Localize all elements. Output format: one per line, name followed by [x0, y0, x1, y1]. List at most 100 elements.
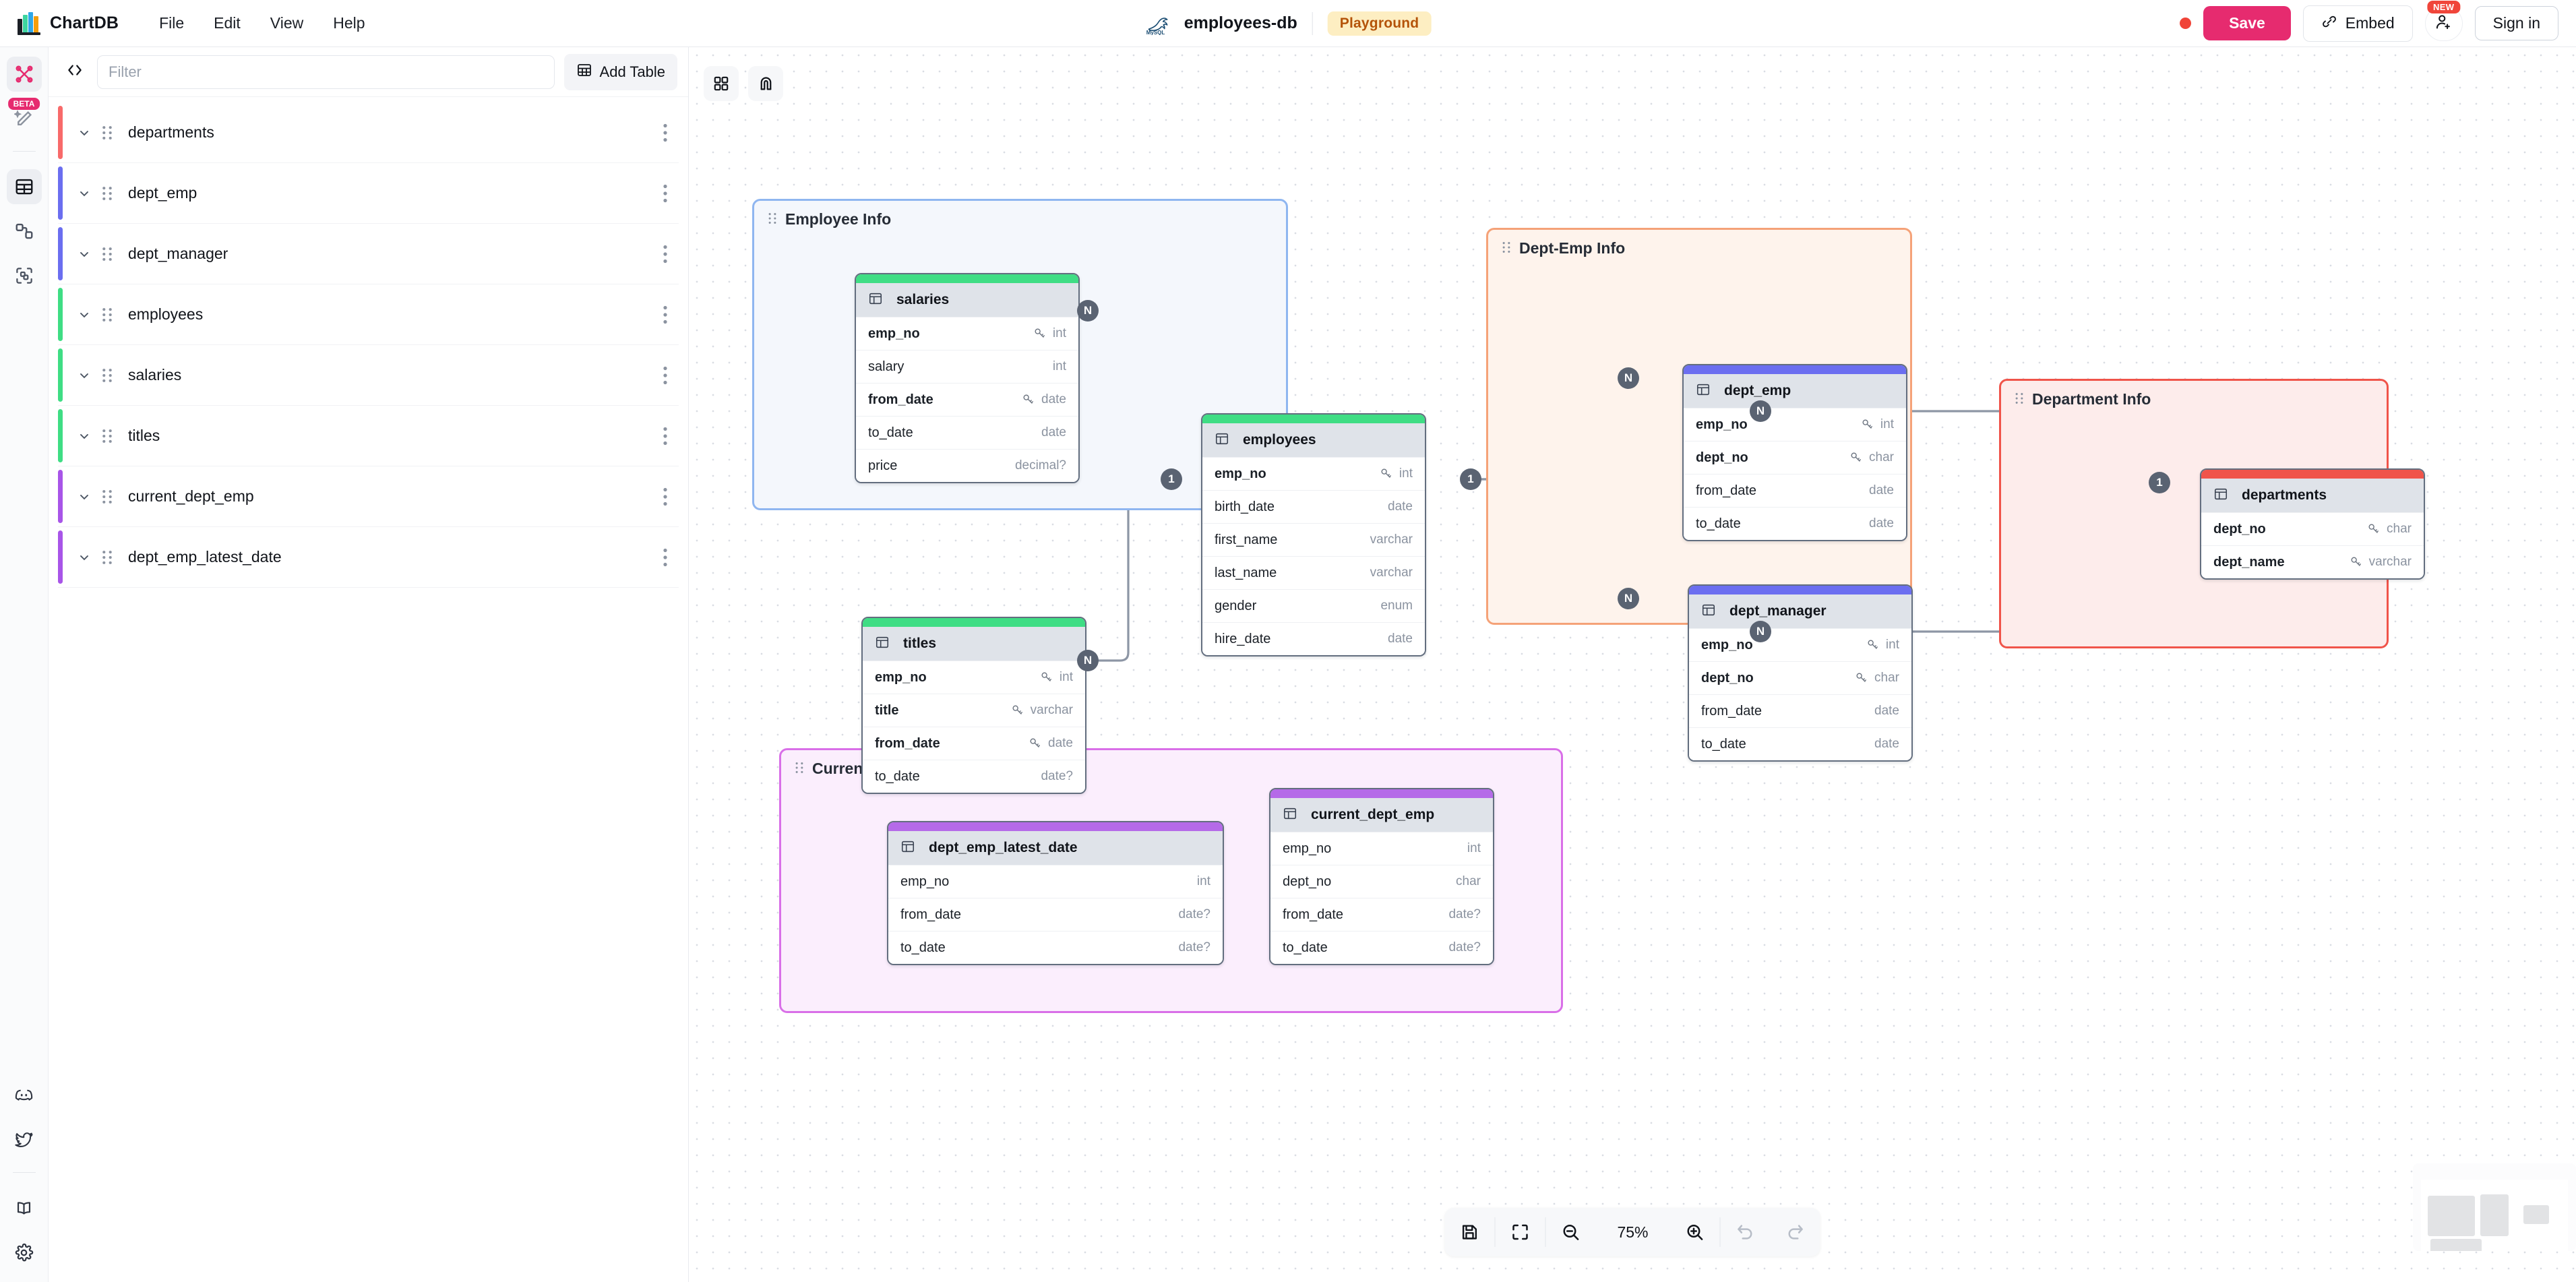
add-table-button[interactable]: Add Table	[563, 53, 677, 90]
sidebar-item-docs[interactable]	[7, 1190, 42, 1225]
save-diagram-button[interactable]	[1445, 1208, 1495, 1256]
expand-toggle[interactable]	[73, 126, 96, 140]
list-item-menu-button[interactable]	[663, 487, 668, 506]
fit-view-button[interactable]	[1496, 1208, 1545, 1256]
menu-help[interactable]: Help	[333, 14, 365, 32]
menu-file[interactable]: File	[159, 14, 185, 32]
sidebar-item-tables[interactable]	[6, 169, 42, 204]
drag-handle[interactable]	[96, 489, 119, 504]
list-item[interactable]: dept_emp_latest_date	[58, 527, 679, 588]
redo-button[interactable]	[1771, 1208, 1820, 1256]
list-item-menu-button[interactable]	[663, 184, 668, 203]
drag-handle[interactable]	[96, 429, 119, 444]
filter-input[interactable]	[97, 55, 555, 89]
undo-button[interactable]	[1721, 1208, 1771, 1256]
zoom-level-label[interactable]: 75%	[1617, 1223, 1649, 1241]
table-header[interactable]: employees	[1202, 423, 1425, 457]
drag-handle[interactable]	[96, 368, 119, 383]
drag-handle[interactable]	[96, 247, 119, 262]
list-item-menu-button[interactable]	[663, 245, 668, 264]
table-header[interactable]: current_dept_emp	[1270, 798, 1493, 832]
show-all-button[interactable]	[704, 66, 739, 101]
zoom-out-button[interactable]	[1546, 1208, 1596, 1256]
sidebar-item-discord[interactable]	[7, 1078, 42, 1113]
list-item[interactable]: current_dept_emp	[58, 466, 679, 527]
table-header[interactable]: dept_manager	[1689, 594, 1911, 628]
list-item[interactable]: salaries	[58, 345, 679, 406]
expand-toggle[interactable]	[73, 369, 96, 382]
minimap[interactable]	[2413, 1163, 2576, 1251]
expand-toggle[interactable]	[73, 187, 96, 200]
list-item[interactable]: dept_manager	[58, 224, 679, 284]
sidebar-item-relationships[interactable]	[7, 214, 42, 249]
table-header[interactable]: departments	[2201, 479, 2424, 512]
drag-handle[interactable]	[96, 550, 119, 565]
list-item[interactable]: dept_emp	[58, 163, 679, 224]
area-drag-handle[interactable]	[768, 210, 777, 228]
list-item-menu-button[interactable]	[663, 366, 668, 385]
area-drag-handle[interactable]	[1502, 239, 1511, 257]
menu-edit[interactable]: Edit	[214, 14, 241, 32]
drag-handle[interactable]	[96, 125, 119, 140]
sidebar-item-magic[interactable]: BETA	[7, 98, 42, 136]
expand-toggle[interactable]	[73, 490, 96, 503]
invite-user-button[interactable]: NEW	[2424, 0, 2463, 41]
list-item-menu-button[interactable]	[663, 305, 668, 324]
sidebar-item-diagrams[interactable]	[6, 57, 42, 92]
drag-handle[interactable]	[96, 186, 119, 201]
table-header[interactable]: titles	[863, 627, 1085, 661]
list-item[interactable]: departments	[58, 102, 679, 163]
zoom-in-button[interactable]	[1670, 1208, 1720, 1256]
sidebar-item-twitter[interactable]	[7, 1122, 42, 1157]
table-header[interactable]: salaries	[856, 283, 1078, 317]
list-item[interactable]: titles	[58, 406, 679, 466]
menu-view[interactable]: View	[270, 14, 304, 32]
table-header[interactable]: dept_emp	[1684, 374, 1906, 408]
embed-button[interactable]: Embed	[2302, 5, 2413, 42]
expand-toggle[interactable]	[73, 551, 96, 564]
area-drag-handle[interactable]	[2015, 390, 2024, 408]
sign-in-button[interactable]: Sign in	[2474, 6, 2558, 40]
snap-to-grid-button[interactable]	[748, 66, 783, 101]
table-header[interactable]: dept_emp_latest_date	[888, 831, 1223, 865]
expand-toggle[interactable]	[73, 308, 96, 322]
list-item-menu-button[interactable]	[663, 548, 668, 567]
expand-toggle[interactable]	[73, 247, 96, 261]
sidebar-item-dependencies[interactable]	[7, 258, 42, 293]
